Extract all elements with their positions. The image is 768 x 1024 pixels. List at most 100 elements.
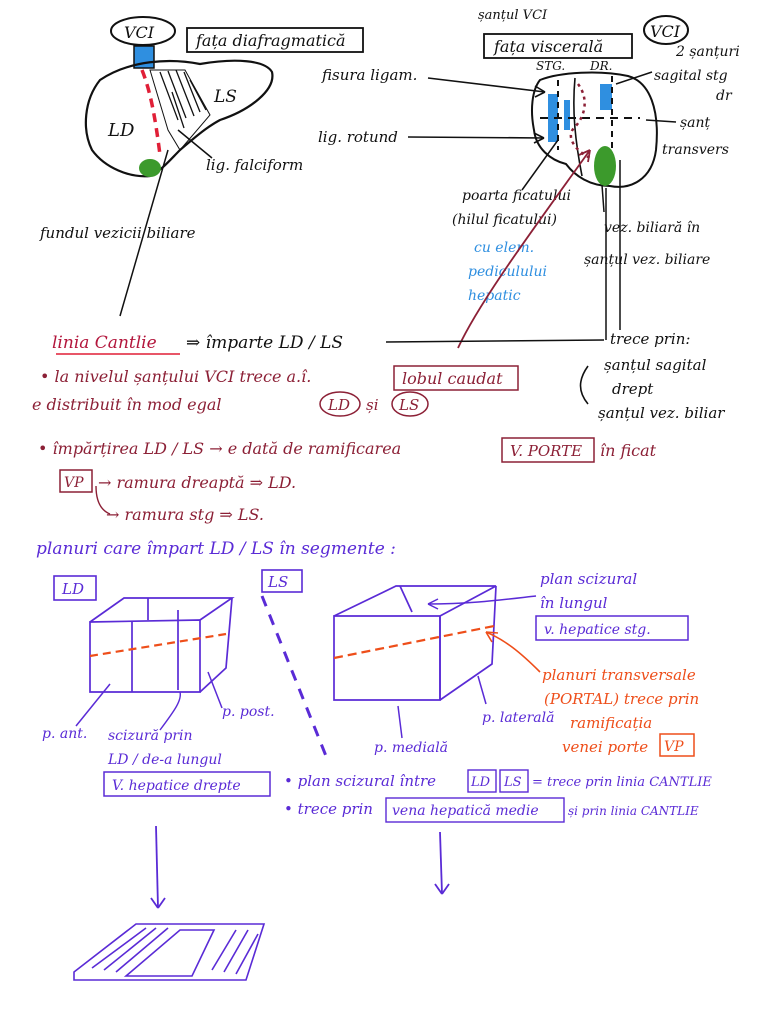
vci-oval: [110, 16, 176, 46]
cantlie-divider: [260, 595, 328, 757]
v-porte-box: [501, 437, 595, 463]
blue-note-3: hepatic: [468, 288, 521, 304]
planuri-transversale-1: planuri transversale: [542, 666, 696, 684]
header-partial: șanțul VCI: [478, 8, 548, 23]
gallbladder-visceral: [594, 146, 616, 186]
fundul-label: fundul vezicii biliare: [39, 224, 196, 242]
scizura-2: LD / de-a lungul: [107, 752, 222, 768]
ld-block: [89, 597, 235, 693]
ld-box: [53, 575, 97, 601]
poarta-label-1: poarta ficatului: [462, 188, 571, 204]
ld-label: LD: [107, 120, 135, 141]
scizura-1: scizură prin: [108, 728, 193, 744]
bullet2-b: și prin linia CANTLIE: [568, 804, 699, 818]
in-ficat: în ficat: [600, 441, 657, 460]
ld-circle: LD: [327, 396, 350, 414]
ramura-stg: → ramura stg ⇒ LS.: [106, 505, 264, 524]
p-mediala-label: p. medială: [374, 740, 448, 756]
ld-box-label: LD: [61, 580, 84, 598]
v-hepatice-drepte-box: [103, 771, 271, 797]
blue-note-2: pediculului: [468, 264, 547, 280]
ls-box-label: LS: [267, 573, 288, 591]
blue-left-sulcus: [548, 94, 558, 142]
gallbladder: [139, 159, 161, 177]
plan-scizural-2: în lungul: [540, 594, 608, 612]
lobul-caudat: lobul caudat: [402, 369, 503, 388]
v-hepatice-drepte: V. hepatice drepte: [112, 778, 241, 794]
sant-transvers-2: transvers: [662, 142, 729, 158]
si-text: și: [366, 396, 379, 414]
vez-label-2: șanțul vez. biliare: [584, 252, 710, 268]
ls-circle: LS: [398, 396, 419, 414]
vci-label: VCI: [124, 23, 155, 42]
bullet2-a: • trece prin: [284, 800, 373, 818]
p-laterala-label: p. laterală: [482, 710, 554, 726]
blue-note-1: cu elem.: [474, 240, 534, 256]
planuri-transversale-2: (PORTAL) trece prin: [544, 690, 699, 708]
vez-label-1: vez. biliară în: [604, 220, 700, 236]
lig-falciform-label: lig. falciform: [206, 156, 303, 174]
note-line-2: • la nivelul șanțului VCI trece a.î.: [40, 367, 311, 386]
v-porte: V. PORTE: [510, 442, 582, 460]
vp-text: VP: [64, 475, 84, 491]
planuri-transversale-4: venei porte: [562, 738, 648, 756]
cantlie-notes: linia Cantlie ⇒ împarte LD / LS • la niv…: [32, 333, 657, 524]
vci-oval-right: [643, 15, 689, 45]
p-post-label: p. post.: [222, 704, 275, 720]
title-viscerala: fața viscerală: [493, 37, 603, 56]
plan-scizural-3: v. hepatice stg.: [544, 622, 651, 638]
down-arrow-right: [439, 831, 443, 895]
stg-label: STG.: [536, 59, 565, 73]
visceral-face-diagram: șanțul VCI VCI fața viscerală STG. DR. f…: [318, 8, 740, 422]
note-line-3: e distribuit în mod egal: [32, 395, 222, 414]
bullet1-ls: LS: [503, 775, 522, 790]
dr-label: DR.: [589, 59, 612, 73]
blue-right-vein: [600, 84, 612, 110]
bullet1-b: = trece prin linia CANTLIE: [532, 775, 712, 790]
bottom-slab-sketch: [73, 923, 266, 981]
sant-transvers-1: șanț: [680, 115, 711, 131]
cantlie-arrow: [457, 149, 591, 349]
bullet1-ld: LD: [470, 775, 491, 790]
lig-rotund-label: lig. rotund: [318, 128, 398, 146]
vci-label-right: VCI: [650, 22, 681, 41]
title-box: [186, 27, 364, 53]
santuri-label-1: 2 șanțuri: [675, 44, 740, 60]
diaphragmatic-face-diagram: VCI fața diafragmatică LD LS lig. falcif…: [39, 16, 364, 317]
bullet1-a: • plan scizural între: [284, 772, 436, 790]
title-box-right: [483, 33, 633, 59]
poarta-label-2: (hilul ficatului): [452, 212, 557, 228]
trece-prin-2: șanțul sagital: [604, 356, 707, 374]
plan-scizural-1: plan scizural: [540, 570, 637, 588]
ls-label: LS: [213, 87, 237, 107]
ls-block: [333, 585, 497, 701]
ramura-dreapta: → ramura dreaptă ⇒ LD.: [98, 473, 296, 492]
cantlie-red-dotted-visceral: [569, 83, 591, 160]
vena-medie-box: [385, 797, 565, 823]
trece-prin-4: șanțul vez. biliar: [598, 404, 725, 422]
fisura-label: fisura ligam.: [321, 66, 417, 84]
hatched-area: [149, 69, 211, 151]
trece-prin-1: trece prin:: [610, 330, 690, 348]
planuri-transversale-3: ramificația: [570, 714, 652, 732]
p-ant-label: p. ant.: [42, 726, 87, 742]
vp-box: [59, 469, 93, 493]
segments-section: planuri care împart LD / LS în segmente …: [36, 539, 712, 981]
title-diafragmatica: fața diafragmatică: [195, 31, 346, 50]
segments-heading: planuri care împart LD / LS în segmente …: [36, 539, 396, 559]
vp-orange: VP: [664, 739, 684, 755]
santuri-label-3: dr: [716, 88, 733, 104]
linia-cantlie: linia Cantlie: [52, 333, 157, 353]
vena-hepatica-medie: vena hepatică medie: [392, 803, 539, 819]
vp-orange-box: [659, 733, 695, 757]
santuri-label-2: sagital stg: [654, 68, 728, 84]
trece-prin-3: drept: [612, 380, 654, 398]
ls-box: [261, 569, 303, 593]
note-line-4: • împărțirea LD / LS → e dată de ramific…: [38, 439, 401, 458]
lobul-caudat-box: [393, 365, 519, 391]
down-arrow-left: [155, 825, 159, 909]
cantlie-line-dashed: [140, 69, 162, 156]
imparte-text: ⇒ împarte LD / LS: [186, 333, 343, 353]
v-hepatice-stg-box: [535, 615, 689, 641]
